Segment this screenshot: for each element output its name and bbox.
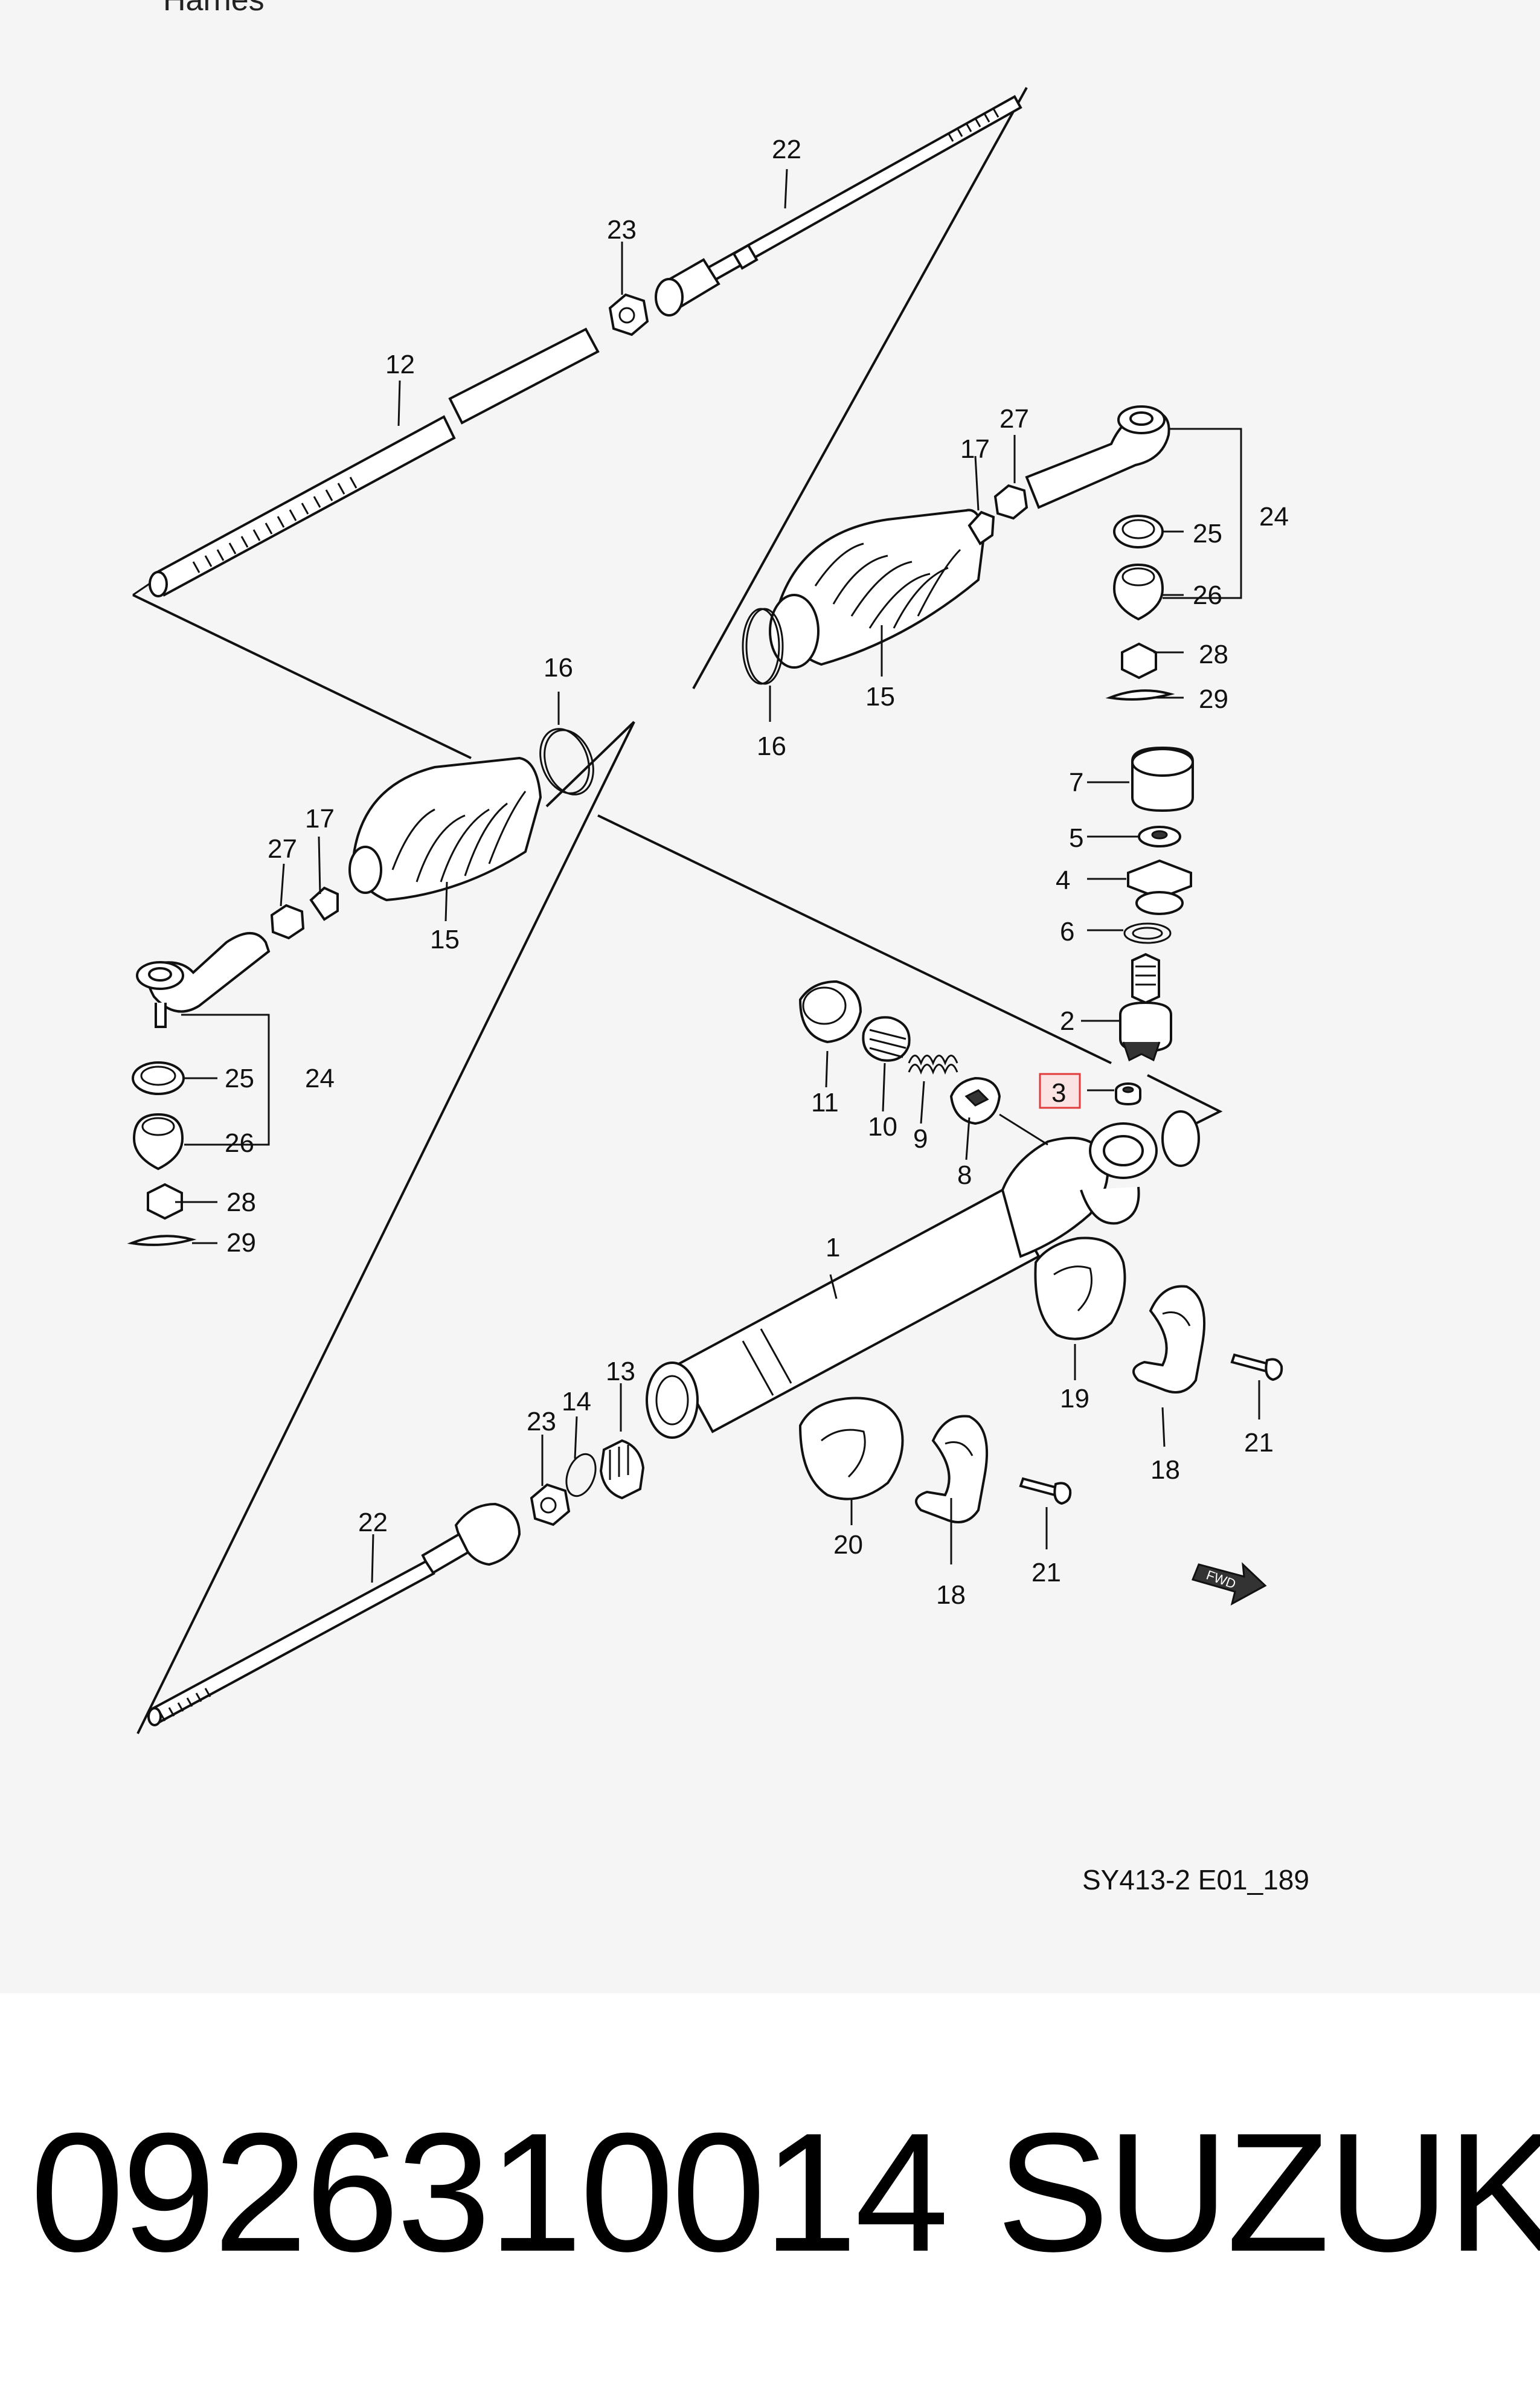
left-cotter-pin-29 [127,1235,197,1246]
callout-2: 2 [1060,1006,1074,1036]
callout-labels: 22 23 12 27 17 24 25 26 28 29 15 16 16 1… [225,135,1289,1610]
part-8-yoke [949,1076,1001,1125]
callout-18-left: 18 [936,1580,966,1610]
callout-3: 3 [1051,1078,1066,1108]
part-11-cap [798,980,862,1044]
callout-22-lower: 22 [358,1508,388,1537]
callout-16-left: 16 [544,653,573,683]
lower-tie-rod-22 [147,1502,521,1726]
callout-17-right: 17 [960,434,990,464]
steering-gear-exploded-diagram: FWD [127,87,1309,1895]
right-cap-26 [1112,563,1164,621]
right-clip-17 [967,510,995,545]
callout-10: 10 [868,1112,897,1142]
bracket-18-left [915,1415,989,1523]
part-5-bearing [1138,826,1181,847]
callout-26-right: 26 [1193,580,1222,610]
highlighted-callout-3[interactable]: 3 [1039,1073,1081,1109]
bushing-20 [798,1397,904,1500]
upper-locknut-23 [608,293,649,336]
callout-28-right: 28 [1199,640,1228,669]
right-nut-27 [993,484,1028,520]
right-seal-25 [1113,515,1164,548]
part-4-plug [1127,859,1192,915]
callout-27-right: 27 [999,404,1029,434]
header-fragment: Harnes [163,0,265,18]
callout-26-left: 26 [225,1128,254,1158]
callout-11: 11 [811,1088,839,1117]
fwd-arrow-icon: FWD [1191,1562,1267,1606]
left-seal-25 [132,1061,185,1095]
caption-area [0,1993,1540,2392]
left-boot-15 [348,756,542,902]
callout-29-right: 29 [1199,684,1228,714]
right-boot-clamp-16 [742,608,784,685]
bolt-21-right [1230,1353,1283,1381]
callout-21-left: 21 [1031,1558,1061,1587]
parts-diagram-panel: Harnes [127,0,1309,1895]
callout-23-lower: 23 [527,1407,556,1436]
left-boot-clamp-16 [539,728,594,796]
part-10-screw [862,1016,911,1062]
left-tie-rod-end-24 [136,932,271,1028]
leader-lines [175,169,1260,1583]
part-number: 0926310014 [30,2098,949,2287]
callout-23-upper: 23 [607,215,637,245]
part-9-spring [908,1055,958,1075]
bushing-19 [1034,1236,1126,1340]
lower-locknut-23 [530,1483,571,1526]
left-nut-27 [270,904,305,940]
callout-19: 19 [1060,1384,1089,1413]
part-3-bushing [1115,1082,1141,1106]
left-clip-17 [309,886,339,921]
callout-13: 13 [606,1357,635,1386]
part-13-bushing [599,1439,645,1500]
explosion-outline-lines [132,87,1223,1734]
bolt-21-left [1019,1477,1072,1505]
callout-5: 5 [1069,823,1083,853]
callout-6: 6 [1060,917,1074,947]
callout-20: 20 [833,1530,863,1560]
bracket-18-right [1132,1285,1206,1394]
callout-8: 8 [957,1160,972,1190]
gear-housing-1 [646,1110,1200,1439]
part-14-oring [565,1453,597,1497]
right-tie-rod-end-24 [1025,405,1170,509]
diagram-reference-code: SY413-2 E01_189 [1082,1864,1309,1895]
callout-18-right: 18 [1150,1455,1180,1485]
callout-15-left: 15 [430,925,460,954]
callout-21-right: 21 [1244,1428,1274,1458]
callout-28-left: 28 [226,1188,256,1217]
callout-16-right: 16 [757,731,786,761]
callout-24-right: 24 [1259,502,1289,532]
callout-12: 12 [385,350,415,379]
callout-14: 14 [562,1387,591,1416]
callout-15-right: 15 [865,682,895,712]
left-cap-26 [132,1113,184,1171]
callout-22-upper: 22 [772,135,801,164]
callout-9: 9 [913,1124,928,1154]
right-castle-nut-28 [1121,642,1157,680]
right-boot-15 [769,509,986,669]
callout-4: 4 [1056,866,1070,895]
callout-25-right: 25 [1193,519,1222,548]
part-6-oring [1123,922,1172,944]
callout-7: 7 [1069,768,1083,797]
callout-25-left: 25 [225,1064,254,1093]
callout-1: 1 [826,1233,840,1262]
callout-27-left: 27 [268,834,297,864]
left-castle-nut-28 [147,1183,183,1220]
rack-shaft-12 [149,327,600,597]
part-2-pinion [1119,953,1172,1062]
upper-tie-rod [655,95,1022,317]
callout-17-left: 17 [305,804,335,834]
brand-name: SUZUKI [996,2098,1540,2287]
callout-24-left: 24 [305,1064,335,1093]
part-7-seal-cover [1131,746,1194,812]
callout-29-left: 29 [226,1228,256,1258]
